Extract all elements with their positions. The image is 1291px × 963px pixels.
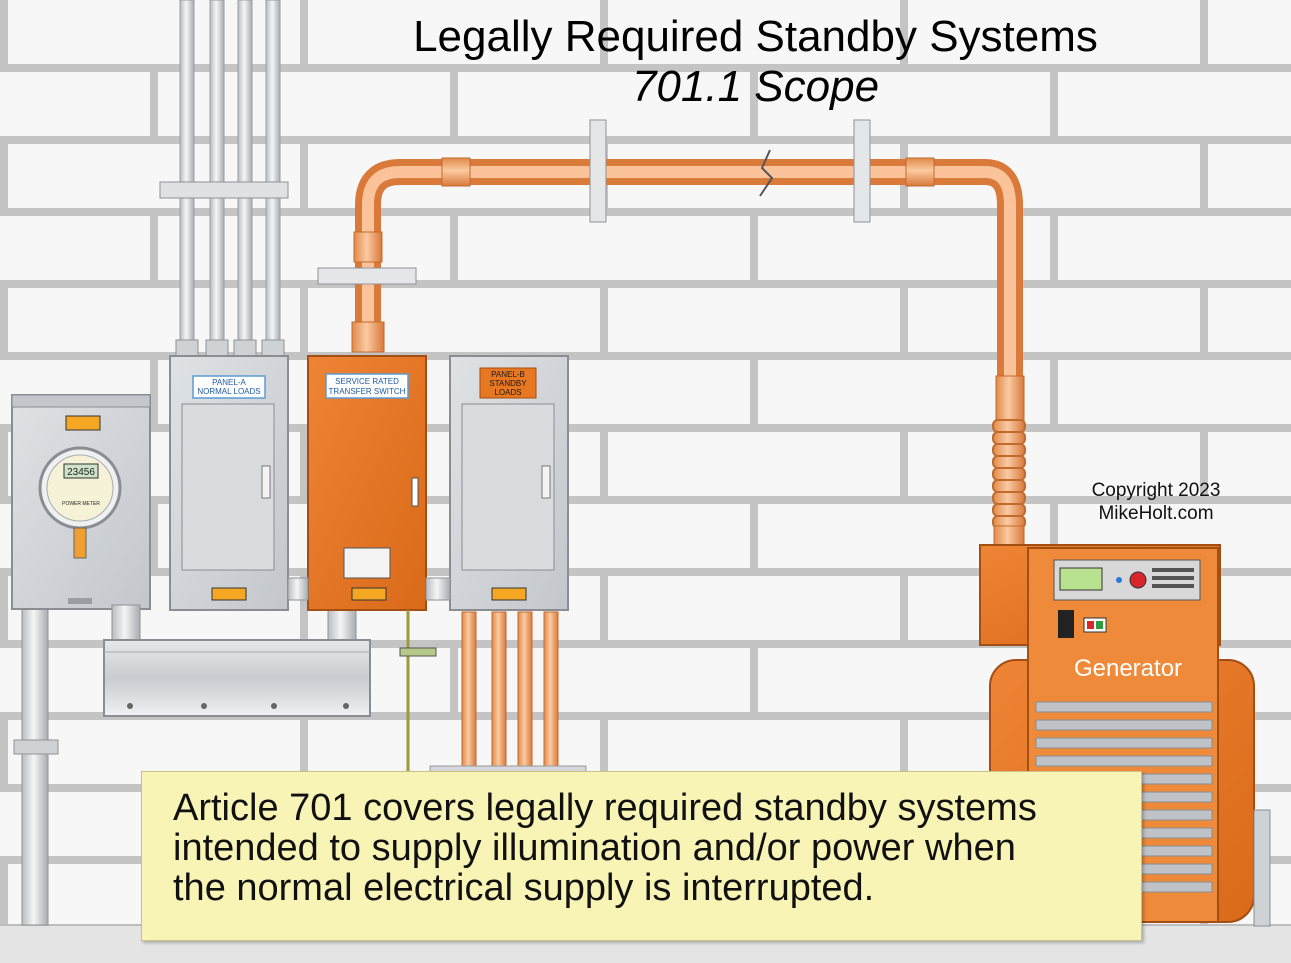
panel-b-label-line3: LOADS bbox=[494, 388, 521, 397]
panel-a-label-line2: NORMAL LOADS bbox=[197, 387, 260, 396]
panel-a-conduits bbox=[159, 0, 289, 357]
transfer-label-line2: TRANSFER SWITCH bbox=[329, 387, 406, 396]
copyright-line2: MikeHolt.com bbox=[1098, 503, 1214, 524]
page-title: Legally Required Standby Systems bbox=[413, 12, 1098, 61]
copyright-line1: Copyright 2023 bbox=[1091, 480, 1221, 501]
wireway-gutter bbox=[103, 604, 371, 717]
panel-b-label-line1: PANEL-B bbox=[491, 370, 525, 379]
standby-raceway bbox=[317, 119, 1026, 549]
copyright-note: Copyright 2023 MikeHolt.com bbox=[1066, 479, 1246, 525]
panel-a: PANEL-A NORMAL LOADS bbox=[169, 355, 289, 611]
meter-brand: POWER METER bbox=[62, 501, 100, 507]
caption-box: Article 701 covers legally required stan… bbox=[141, 771, 1142, 941]
caption-line2: intended to supply illumination and/or p… bbox=[173, 827, 1016, 869]
page-subtitle: 701.1 Scope bbox=[631, 62, 880, 111]
panel-a-label-line1: PANEL-A bbox=[212, 378, 246, 387]
caption-line3: the normal electrical supply is interrup… bbox=[173, 867, 875, 909]
panel-b: PANEL-B STANDBY LOADS bbox=[449, 355, 569, 611]
transfer-label-line1: SERVICE RATED bbox=[335, 377, 399, 386]
caption-line1: Article 701 covers legally required stan… bbox=[173, 787, 1037, 829]
transfer-switch: SERVICE RATED TRANSFER SWITCH bbox=[307, 355, 427, 611]
utility-meter: 23456 POWER METER bbox=[11, 394, 151, 926]
panel-b-label-line2: STANDBY bbox=[489, 379, 527, 388]
generator-label: Generator bbox=[1074, 655, 1182, 682]
meter-reading: 23456 bbox=[67, 467, 95, 478]
